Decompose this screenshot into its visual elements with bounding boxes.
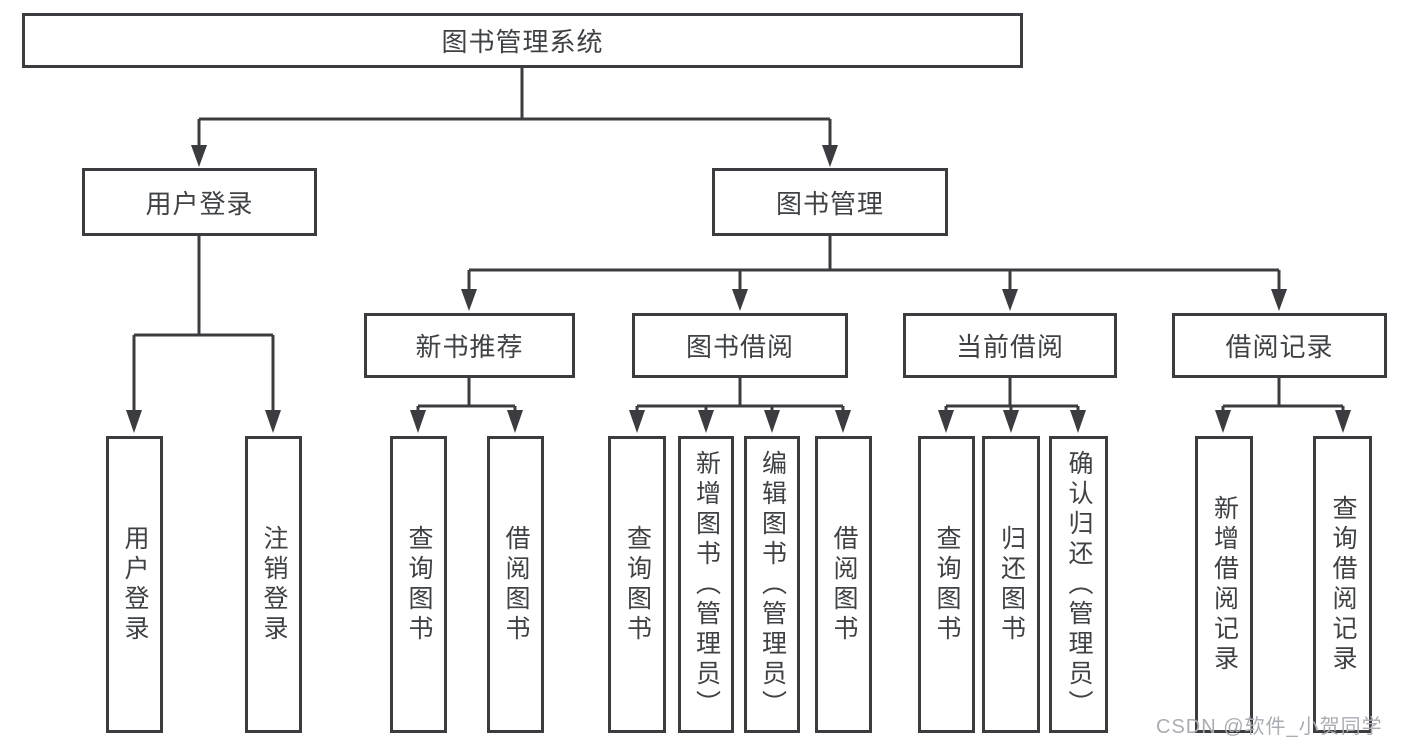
leaf-edit-books-admin-label: 编辑图书（管理员） <box>758 449 787 720</box>
leaf-query-books-recommend-label: 查询图书 <box>405 524 433 645</box>
leaf-user-login: 用户登录 <box>106 436 163 733</box>
node-new-book-recommend: 新书推荐 <box>364 313 575 378</box>
node-root-system-label: 图书管理系统 <box>441 27 604 57</box>
leaf-query-books-current: 查询图书 <box>918 436 975 733</box>
leaf-add-books-admin-label: 新增图书（管理员） <box>692 449 721 720</box>
leaf-borrow-books-recommend-label: 借阅图书 <box>502 524 530 645</box>
leaf-query-books-recommend: 查询图书 <box>390 436 447 733</box>
leaf-logout: 注销登录 <box>245 436 302 733</box>
leaf-add-books-admin: 新增图书（管理员） <box>678 436 734 733</box>
node-new-book-recommend-label: 新书推荐 <box>415 332 524 362</box>
leaf-query-books-borrowing: 查询图书 <box>608 436 666 733</box>
leaf-add-borrow-record-label: 新增借阅记录 <box>1210 494 1239 675</box>
node-borrowing-records: 借阅记录 <box>1172 313 1387 378</box>
node-root-system: 图书管理系统 <box>22 13 1023 68</box>
leaf-user-login-label: 用户登录 <box>121 524 149 645</box>
leaf-confirm-return-admin: 确认归还（管理员） <box>1049 436 1108 733</box>
leaf-borrow-books-recommend: 借阅图书 <box>487 436 544 733</box>
leaf-return-books: 归还图书 <box>982 436 1040 733</box>
node-book-management: 图书管理 <box>712 168 948 236</box>
leaf-query-books-borrowing-label: 查询图书 <box>623 524 652 645</box>
watermark-text: CSDN @软件_小贺同学 <box>1156 716 1383 738</box>
node-user-login-label: 用户登录 <box>145 188 254 219</box>
node-borrowing-records-label: 借阅记录 <box>1225 332 1334 362</box>
leaf-edit-books-admin: 编辑图书（管理员） <box>744 436 800 733</box>
leaf-query-books-current-label: 查询图书 <box>933 524 961 645</box>
node-book-management-label: 图书管理 <box>775 188 884 219</box>
node-current-borrowing-label: 当前借阅 <box>955 332 1064 362</box>
node-user-login: 用户登录 <box>82 168 317 236</box>
leaf-query-borrow-record-label: 查询借阅记录 <box>1329 494 1357 675</box>
leaf-confirm-return-admin-label: 确认归还（管理员） <box>1065 449 1093 720</box>
leaf-query-borrow-record: 查询借阅记录 <box>1313 436 1372 733</box>
node-current-borrowing: 当前借阅 <box>903 313 1117 378</box>
leaf-add-borrow-record: 新增借阅记录 <box>1195 436 1253 733</box>
leaf-logout-label: 注销登录 <box>260 524 288 645</box>
node-book-borrowing: 图书借阅 <box>632 313 848 378</box>
node-book-borrowing-label: 图书借阅 <box>685 332 794 362</box>
leaf-borrow-books-label: 借阅图书 <box>830 524 858 645</box>
leaf-borrow-books: 借阅图书 <box>815 436 872 733</box>
leaf-return-books-label: 归还图书 <box>997 524 1026 645</box>
